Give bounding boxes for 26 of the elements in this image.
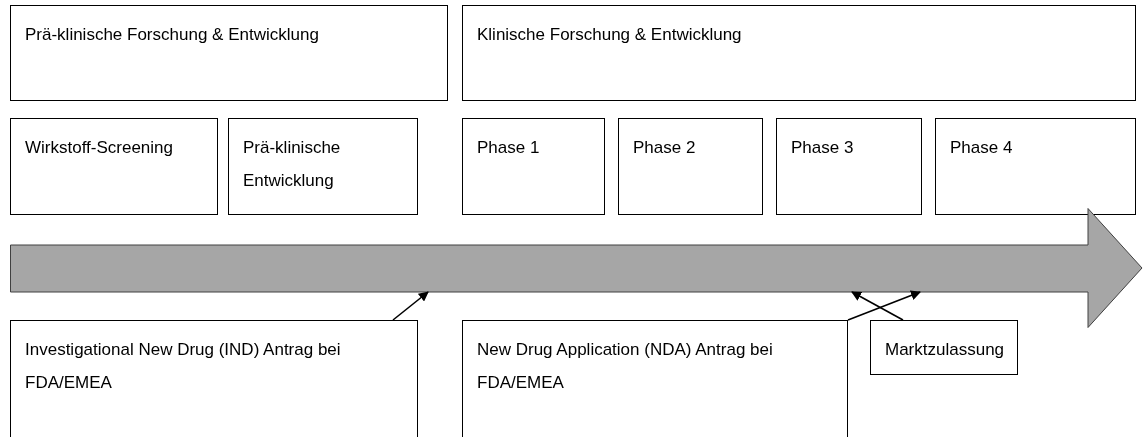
box-label: Wirkstoff-Screening xyxy=(25,137,174,159)
box-label: Phase 2 xyxy=(633,137,697,159)
process-box xyxy=(935,118,1136,215)
box-label: Phase 1 xyxy=(477,137,541,159)
box-label: Phase 4 xyxy=(950,137,1014,159)
box-label: Phase 3 xyxy=(791,137,855,159)
box-label: Prä-klinische Forschung & Entwicklung xyxy=(25,24,320,46)
arrow xyxy=(851,291,904,321)
stage-header-box xyxy=(10,5,448,101)
process-box xyxy=(618,118,763,215)
box-label: Investigational New Drug (IND) Antrag bei FDA/EMEA xyxy=(25,339,342,394)
milestone-box xyxy=(462,320,848,437)
process-box xyxy=(10,118,218,215)
box-label: Klinische Forschung & Entwicklung xyxy=(477,24,743,46)
milestone-box xyxy=(10,320,418,437)
process-box xyxy=(228,118,418,215)
box-label: Prä-klinische Entwicklung xyxy=(243,137,342,192)
arrow xyxy=(392,291,429,321)
milestone-box xyxy=(870,320,1018,375)
process-box xyxy=(776,118,922,215)
box-label: New Drug Application (NDA) Antrag bei FDA/EMEA xyxy=(477,339,774,394)
box-label: Marktzulassung xyxy=(885,339,1003,361)
process-box xyxy=(462,118,605,215)
arrow xyxy=(847,290,921,321)
stage-header-box xyxy=(462,5,1136,101)
timeline-arrow xyxy=(10,208,1144,328)
